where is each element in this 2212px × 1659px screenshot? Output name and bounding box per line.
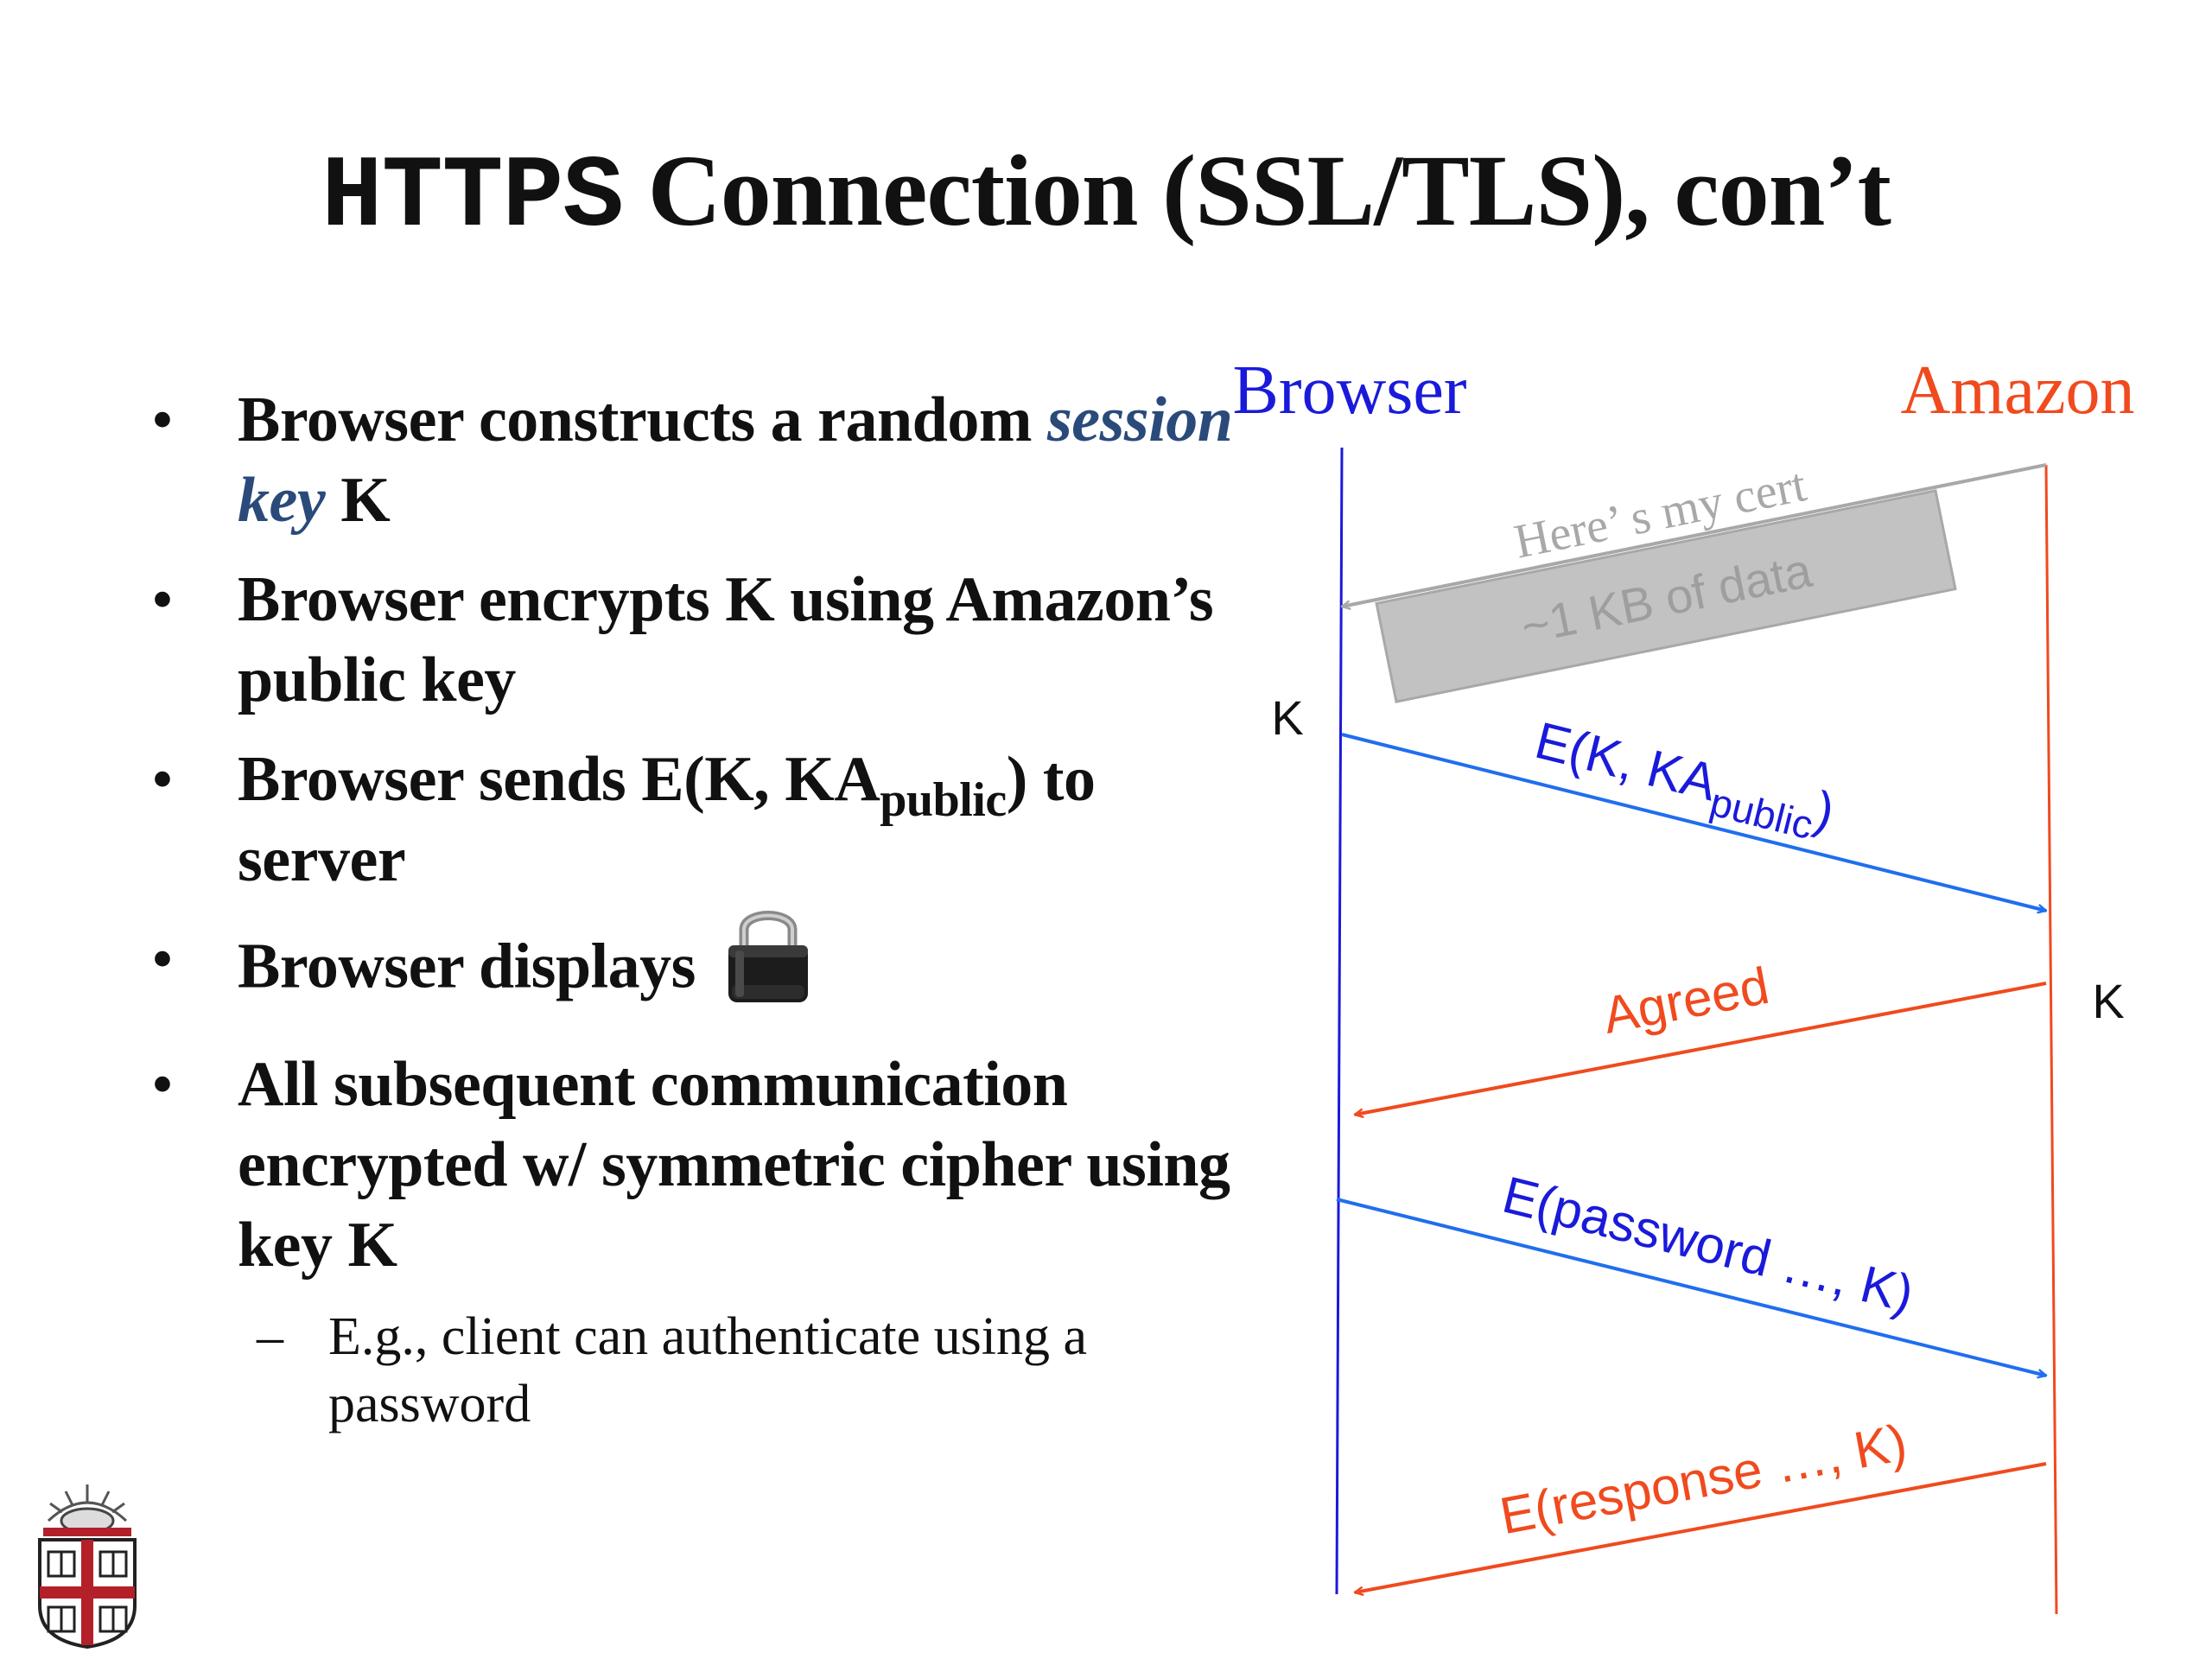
bullet-marker: •: [151, 564, 174, 635]
university-crest-logo: [31, 1476, 143, 1653]
title-https: HTTPS: [321, 141, 624, 256]
subscript-public: public: [880, 773, 1007, 827]
agreed-message-label: Agreed: [1599, 957, 1774, 1045]
bullet-text: Browser constructs a random: [238, 385, 1047, 455]
bullet-text: Browser encrypts K using Amazon’s public…: [238, 564, 1214, 715]
password-arrow: [1336, 1198, 2046, 1376]
bullet-text: Browser displays: [238, 931, 696, 1002]
response-arrow: [1355, 1462, 2047, 1592]
session-key-term: session key: [238, 385, 1233, 536]
bullet-list: • Browser constructs a random session ke…: [147, 380, 1244, 1438]
bullet-symmetric: • All subsequent communication encrypted…: [147, 1045, 1244, 1286]
bullet-encrypt: • Browser encrypts K using Amazon’s publ…: [147, 560, 1244, 721]
bullet-marker: •: [151, 1049, 174, 1120]
padlock-icon: [723, 899, 813, 1026]
dash-marker: –: [257, 1307, 283, 1366]
bullet-marker: •: [151, 385, 174, 455]
response-message-label: E(response …, K): [1496, 1413, 1911, 1545]
slide-title: HTTPS Connection (SSL/TLS), con’t: [0, 130, 2212, 260]
ek-prefix: E(K, KA: [1529, 711, 1722, 812]
bullet-session-key: • Browser constructs a random session ke…: [147, 380, 1244, 541]
bullet-display: • Browser displays: [147, 911, 1244, 1026]
bullet-text: Browser sends E(K, KA: [238, 744, 880, 815]
ek-arrow: [1341, 733, 2046, 911]
amazon-lifeline: [2044, 464, 2058, 1615]
title-rest: Connection (SSL/TLS), con’t: [623, 134, 1891, 247]
bullet-text: ) to server: [238, 744, 1096, 895]
bullet-send: • Browser sends E(K, KApublic) to server: [147, 740, 1244, 900]
amazon-label: Amazon: [1900, 353, 2134, 429]
password-message-label: E(password …, K): [1497, 1166, 1920, 1324]
browser-label: Browser: [1232, 353, 1466, 429]
ek-message-label: E(K, KApublic): [1527, 711, 1840, 852]
browser-lifeline: [1335, 447, 1344, 1595]
agreed-arrow: [1355, 982, 2047, 1115]
ek-subscript: public: [1706, 779, 1817, 849]
bullet-text: K: [325, 465, 391, 536]
amazon-key-label: K: [2092, 974, 2124, 1028]
bullet-text: All subsequent communication encrypted w…: [238, 1049, 1230, 1281]
browser-key-label: K: [1271, 690, 1303, 745]
bullet-marker: •: [151, 744, 174, 815]
cert-arrow: [1342, 463, 2047, 607]
sub-bullet-password: – E.g., client can authenticate using a …: [238, 1303, 1244, 1438]
bullet-marker: •: [151, 924, 174, 995]
sub-bullet-text: E.g., client can authenticate using a pa…: [328, 1307, 1087, 1433]
